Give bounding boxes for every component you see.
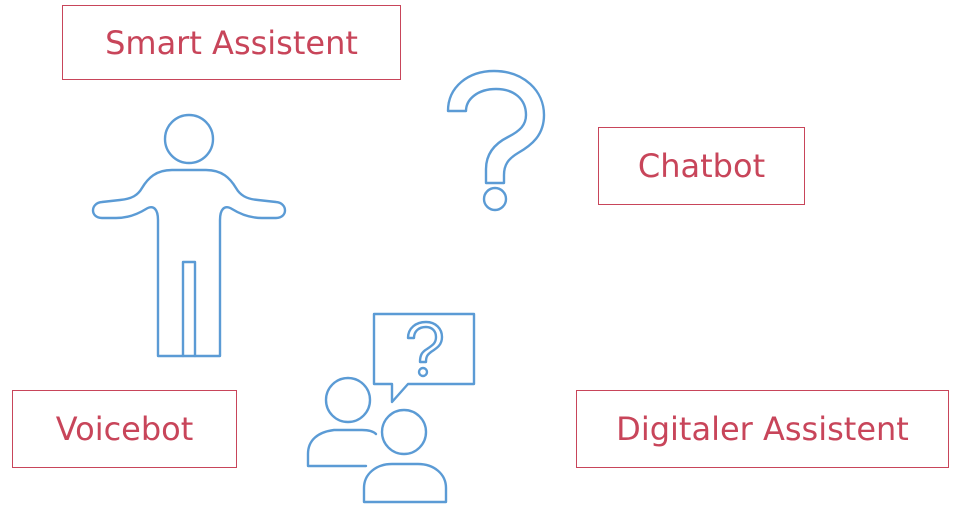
chatbot-text: Chatbot: [637, 147, 766, 185]
question-mark-icon: [446, 69, 546, 212]
voicebot-label: Voicebot: [12, 390, 237, 468]
shrugging-person-icon: [91, 113, 287, 358]
digital-assistant-text: Digitaler Assistent: [616, 410, 909, 448]
voicebot-text: Voicebot: [55, 410, 194, 448]
chatbot-label: Chatbot: [598, 127, 805, 205]
people-conversation-icon: [306, 312, 476, 504]
smart-assistant-label: Smart Assistent: [62, 5, 401, 80]
digital-assistant-label: Digitaler Assistent: [576, 390, 949, 468]
smart-assistant-text: Smart Assistent: [105, 23, 358, 62]
